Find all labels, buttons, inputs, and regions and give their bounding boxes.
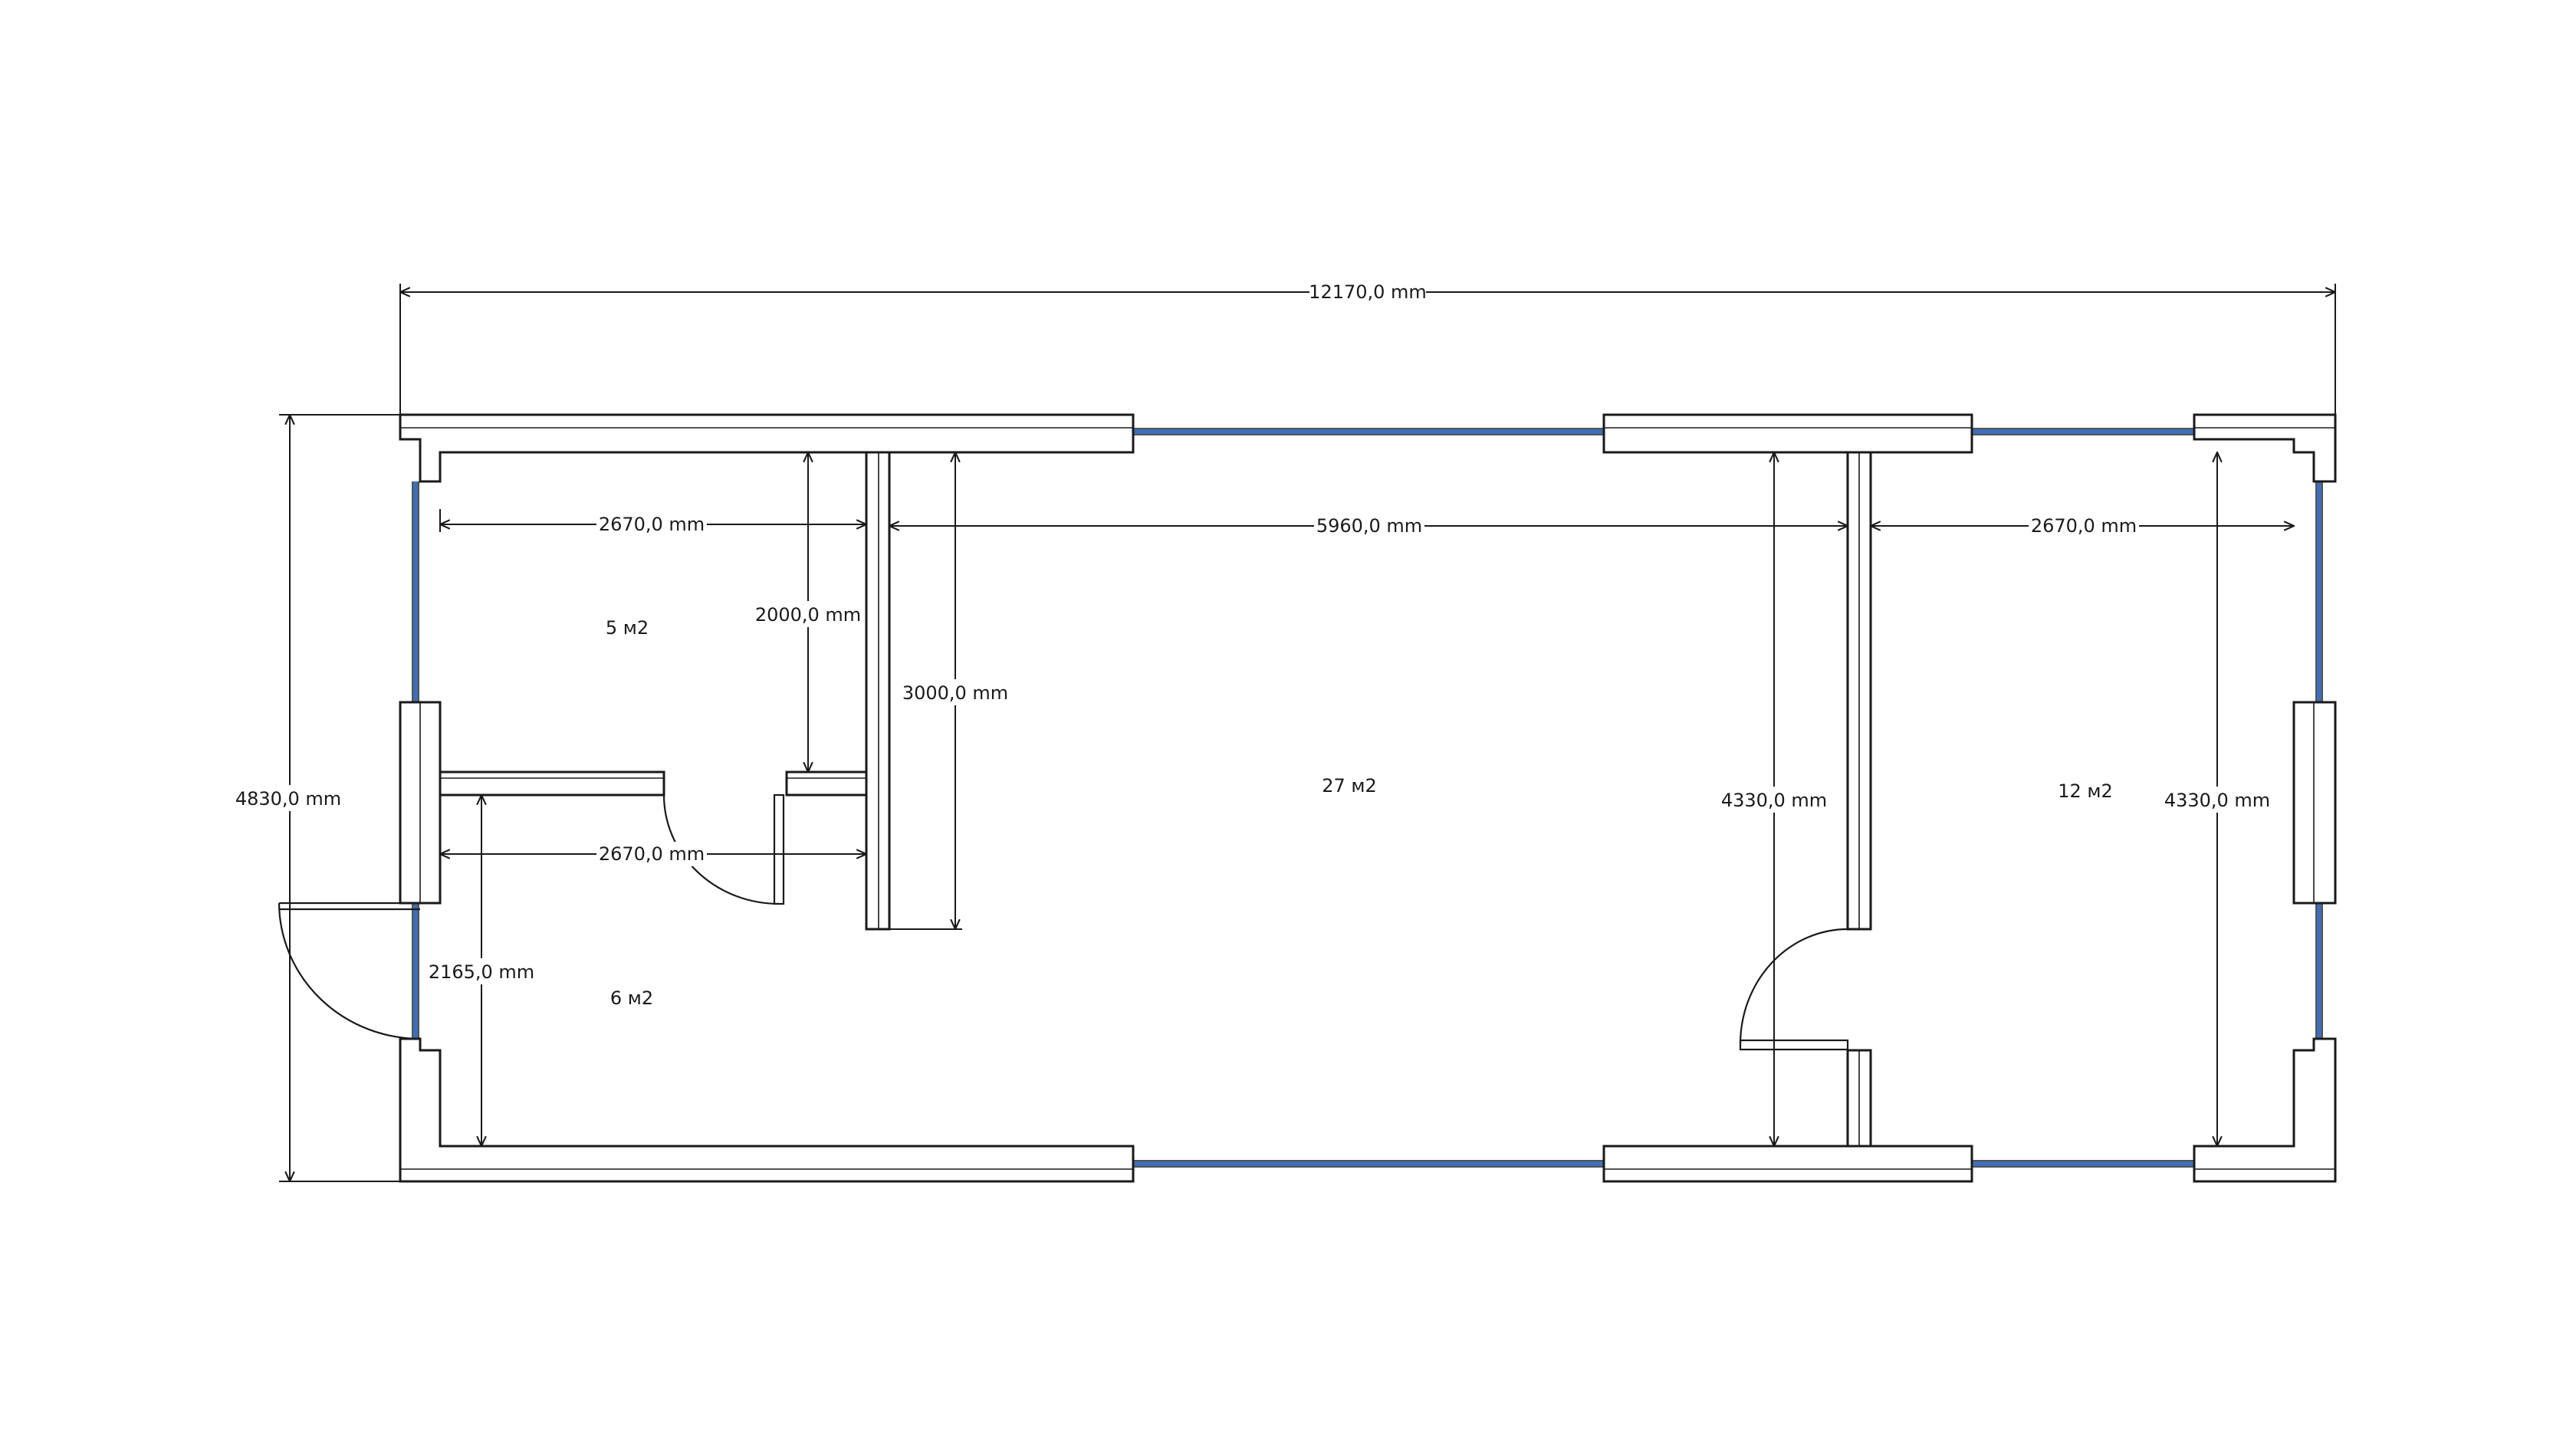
wall-main-right: [1846, 451, 1872, 931]
window-right-2: [2315, 903, 2323, 1039]
dim-right-height: 4330,0 mm: [2164, 790, 2270, 811]
wall-left-middle: [399, 701, 442, 905]
outer-walls: [399, 413, 2337, 1183]
wall-right-middle: [2292, 701, 2337, 905]
interior-walls: [439, 451, 1872, 1148]
door-entrance: [278, 902, 421, 1040]
wall-bottom-middle: [1602, 1145, 1973, 1183]
wall-top-middle: [1602, 413, 1973, 454]
dim-total-height: 4830,0 mm: [235, 788, 341, 810]
dim-corridor-depth: 3000,0 mm: [902, 682, 1008, 704]
dim-main-height: 4330,0 mm: [1721, 790, 1827, 811]
wall-bottom-right: [2193, 1037, 2337, 1183]
dim-total-width: 12170,0 mm: [1309, 281, 1427, 303]
room-bottom-left-area: 6 м2: [610, 987, 653, 1009]
wall-small-rooms-divider-left: [439, 770, 665, 797]
dim-room2-width: 2670,0 mm: [599, 843, 705, 865]
dimensions: 12170,0 mm 4830,0 mm 2670,0 mm 2000,0 mm…: [235, 279, 2335, 1181]
window-left-1: [412, 481, 419, 702]
wall-top-left: [399, 413, 1135, 483]
dim-main-width: 5960,0 mm: [1316, 515, 1422, 537]
windows: [412, 428, 2323, 1168]
window-top-2: [1972, 428, 2194, 435]
room-labels: 5 м2 6 м2 27 м2 12 м2: [606, 617, 2113, 1009]
dim-room1-width: 2670,0 mm: [599, 514, 705, 535]
wall-main-right-lower: [1846, 1049, 1872, 1148]
window-right-1: [2315, 481, 2323, 702]
window-left-2: [412, 903, 419, 1039]
wall-top-right: [2193, 413, 2337, 483]
room-main-area: 27 м2: [1322, 775, 1377, 797]
wall-bottom-left: [399, 1037, 1135, 1183]
room-top-left-area: 5 м2: [606, 617, 649, 639]
room-right-area: 12 м2: [2058, 780, 2113, 802]
window-top-1: [1133, 428, 1604, 435]
window-bottom-2: [1972, 1160, 2194, 1168]
dim-right-width: 2670,0 mm: [2031, 515, 2137, 537]
wall-small-rooms-right: [865, 451, 891, 931]
door-main-right: [1739, 928, 1849, 1051]
wall-small-rooms-divider-right: [785, 770, 868, 797]
window-bottom-1: [1133, 1160, 1604, 1168]
doors: [278, 793, 1849, 1051]
dim-room1-depth: 2000,0 mm: [755, 604, 861, 626]
dim-room2-depth: 2165,0 mm: [429, 961, 534, 983]
